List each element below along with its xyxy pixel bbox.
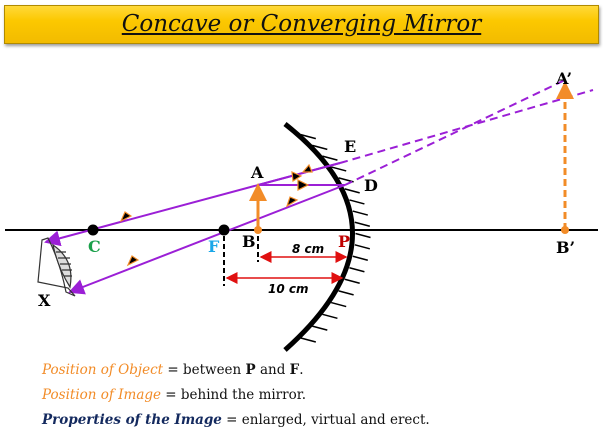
label-x: X xyxy=(38,291,51,310)
hatch-mark xyxy=(352,210,368,216)
hatch-mark xyxy=(300,337,317,343)
eye-icon xyxy=(37,237,76,297)
label-f: F xyxy=(208,237,220,256)
hatch-mark xyxy=(331,166,347,172)
hatch-mark xyxy=(354,221,371,227)
hatch-mark xyxy=(355,232,371,239)
label-e: E xyxy=(344,137,356,156)
label-b-image: B’ xyxy=(556,238,575,257)
hatch-mark xyxy=(338,290,354,296)
label-a: A xyxy=(250,163,264,182)
virtual-ray-2 xyxy=(344,79,566,186)
hatch-mark xyxy=(312,325,328,331)
dim-8cm: 8 cm xyxy=(292,242,324,256)
mirror-hatching xyxy=(300,133,371,343)
note-image-position: Position of Image = behind the mirror. xyxy=(42,387,306,403)
hatch-mark xyxy=(300,133,317,140)
note-image-properties: Properties of the Image = enlarged, virt… xyxy=(42,412,430,428)
hatch-mark xyxy=(331,301,347,308)
note-object-position: Position of Object = between P and F. xyxy=(42,362,304,378)
ray-f-reflected xyxy=(68,184,346,295)
label-a-image: A’ xyxy=(555,69,572,88)
dim-10cm: 10 cm xyxy=(268,282,309,296)
point-f xyxy=(218,224,230,236)
direction-arrowheads xyxy=(119,163,313,267)
label-b: B xyxy=(242,232,256,251)
title: Concave or Converging Mirror xyxy=(121,11,482,37)
hatch-mark xyxy=(344,278,360,284)
hatch-mark xyxy=(312,144,328,151)
hatch-mark xyxy=(354,244,371,250)
hatch-mark xyxy=(322,155,338,161)
rays xyxy=(44,79,594,295)
label-d: D xyxy=(364,176,378,195)
label-c: C xyxy=(88,237,101,256)
concave-mirror xyxy=(283,122,355,352)
hatch-mark xyxy=(352,255,368,261)
hatch-mark xyxy=(349,266,365,273)
hatch-mark xyxy=(349,199,365,205)
hatch-mark xyxy=(322,313,338,320)
title-banner: Concave or Converging Mirror xyxy=(4,5,599,44)
hatch-mark xyxy=(344,188,360,194)
point-c xyxy=(87,224,99,236)
label-p: P xyxy=(338,232,350,251)
